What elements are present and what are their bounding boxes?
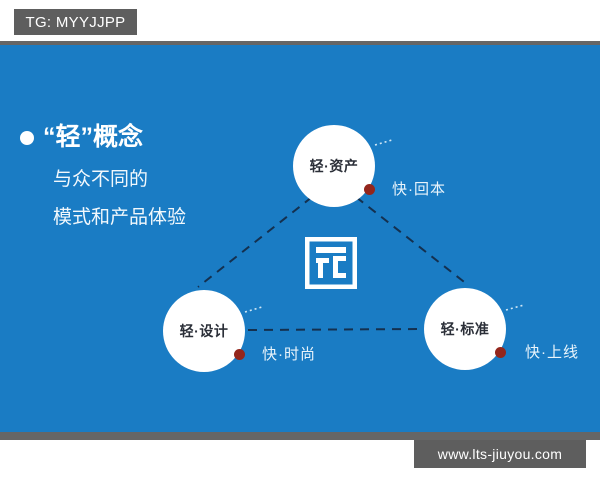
poster-bottom-rule	[0, 432, 600, 440]
headline-block: “轻”概念 与众不同的 模式和产品体验	[20, 125, 270, 227]
anchor-dot-standard-icon	[495, 347, 506, 358]
node-asset-label: 轻·资产	[309, 158, 359, 174]
headline-subline-2: 模式和产品体验	[53, 207, 187, 228]
headline-row: “轻”概念	[20, 125, 270, 150]
node-design-label: 轻·设计	[179, 323, 229, 339]
tag-design: 快·时尚	[262, 346, 316, 363]
leader-asset-tag	[374, 139, 393, 146]
leader-design-tag	[244, 306, 263, 313]
tg-watermark-badge: TG: MYYJJPP	[14, 9, 137, 35]
headline-subline-1: 与众不同的	[53, 169, 149, 190]
bullet-dot-icon	[20, 130, 34, 145]
page-title: “轻”概念	[43, 123, 144, 151]
connector-asset-standard	[355, 196, 469, 286]
poster-panel: “轻”概念 与众不同的 模式和产品体验 轻·资产 快·回本 轻·设计 快·时尚 …	[0, 45, 600, 432]
poster-top-rule	[0, 41, 600, 45]
connector-asset-design	[197, 196, 313, 288]
node-asset: 轻·资产	[293, 125, 375, 207]
anchor-dot-design-icon	[234, 349, 245, 360]
tag-asset: 快·回本	[392, 181, 446, 198]
node-design: 轻·设计	[163, 290, 245, 372]
node-standard: 轻·标准	[424, 288, 506, 370]
leader-standard-tag	[505, 304, 525, 311]
anchor-dot-asset-icon	[364, 184, 375, 195]
diagram-connectors	[197, 139, 525, 331]
brand-square-logo-icon	[305, 237, 357, 289]
site-watermark-badge: www.lts-jiuyou.com	[414, 440, 586, 468]
connector-design-standard	[247, 328, 423, 331]
tag-standard: 快·上线	[525, 344, 579, 361]
node-standard-label: 轻·标准	[440, 321, 490, 337]
